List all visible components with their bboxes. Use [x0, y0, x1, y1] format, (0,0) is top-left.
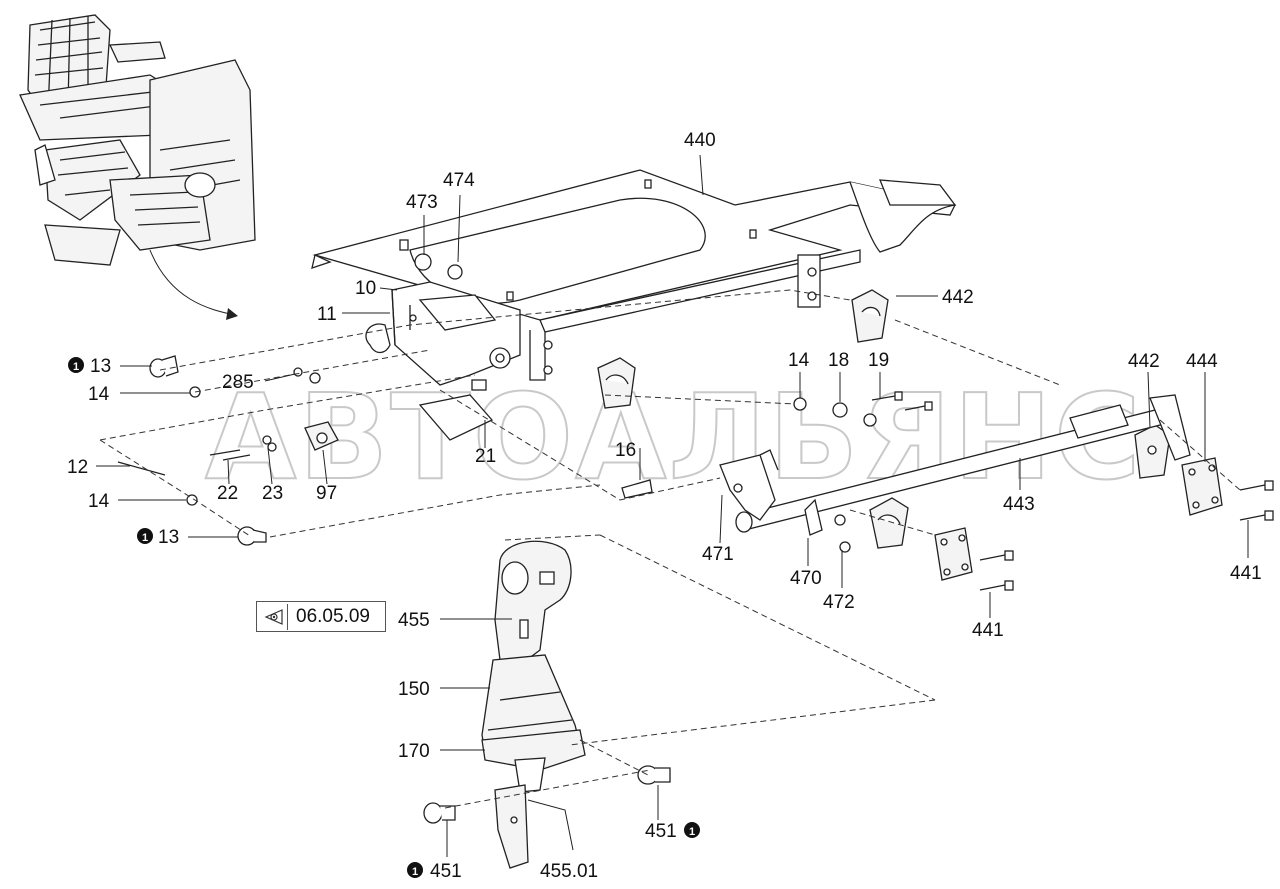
- clamp-lower: [869, 497, 909, 549]
- callout-451-a: 451: [430, 861, 462, 882]
- dashed-assembly-lines: [99, 289, 1241, 809]
- callout-442-b: 442: [1128, 351, 1160, 372]
- callout-441-b: 441: [972, 620, 1004, 641]
- callout-23: 23: [262, 483, 283, 504]
- callout-21: 21: [475, 446, 496, 467]
- seat-base-frame: [311, 169, 957, 381]
- callout-10: 10: [355, 278, 376, 299]
- callout-285: 285: [222, 372, 254, 393]
- callout-22: 22: [217, 483, 238, 504]
- callout-473: 473: [406, 192, 438, 213]
- svg-text:1: 1: [142, 532, 148, 544]
- callout-13-a: 13: [90, 356, 111, 377]
- callout-440: 440: [684, 130, 716, 151]
- svg-text:1: 1: [689, 826, 695, 838]
- callout-470: 470: [790, 568, 822, 589]
- joystick-handle: [423, 540, 671, 869]
- callout-19: 19: [868, 350, 889, 371]
- callout-97: 97: [316, 483, 337, 504]
- shaft-443: [735, 394, 1191, 533]
- svg-text:1: 1: [73, 361, 79, 373]
- callout-442-a: 442: [942, 287, 974, 308]
- callout-170: 170: [398, 741, 430, 762]
- callout-441-a: 441: [1230, 563, 1262, 584]
- callout-14-b: 14: [88, 491, 110, 512]
- numbered-circle-1-icon: 1 1 1 1: [68, 357, 700, 878]
- callout-472: 472: [823, 592, 855, 613]
- watermark-text: АВТОАЛЬЯНС: [205, 368, 1143, 506]
- callout-443: 443: [1003, 494, 1035, 515]
- callout-150: 150: [398, 679, 430, 700]
- leader-lines: [96, 154, 1249, 857]
- callout-12: 12: [67, 457, 88, 478]
- callout-474: 474: [443, 170, 475, 191]
- clamp-middle: [597, 357, 636, 409]
- svg-text:1: 1: [412, 866, 418, 878]
- callout-14-a: 14: [88, 384, 110, 405]
- reference-box[interactable]: 06.05.09: [256, 601, 386, 632]
- seat-thumbnail: [19, 14, 256, 320]
- callouts: 440 473 474 10 11 442 442 444 13 14 285 …: [67, 130, 1262, 882]
- callout-11: 11: [317, 304, 337, 325]
- reference-label: 06.05.09: [296, 605, 370, 627]
- callout-455-01: 455.01: [540, 861, 598, 882]
- bolts: [793, 391, 1274, 591]
- callout-18: 18: [828, 350, 849, 371]
- lever-471: [719, 449, 779, 521]
- callout-444: 444: [1186, 351, 1218, 372]
- callout-471: 471: [702, 544, 734, 565]
- bracket-assembly: [365, 281, 521, 386]
- callout-13-b: 13: [158, 527, 179, 548]
- callout-16: 16: [615, 440, 636, 461]
- plate-lower: [934, 527, 973, 581]
- eye-icon: [261, 603, 288, 630]
- left-small-parts: [117, 253, 653, 546]
- callout-451-b: 451: [645, 821, 677, 842]
- callout-14-c: 14: [788, 350, 810, 371]
- clamp-part: [304, 421, 339, 451]
- callout-455: 455: [398, 610, 430, 631]
- clamp-442-a: [851, 289, 889, 343]
- plate-444: [1181, 457, 1223, 516]
